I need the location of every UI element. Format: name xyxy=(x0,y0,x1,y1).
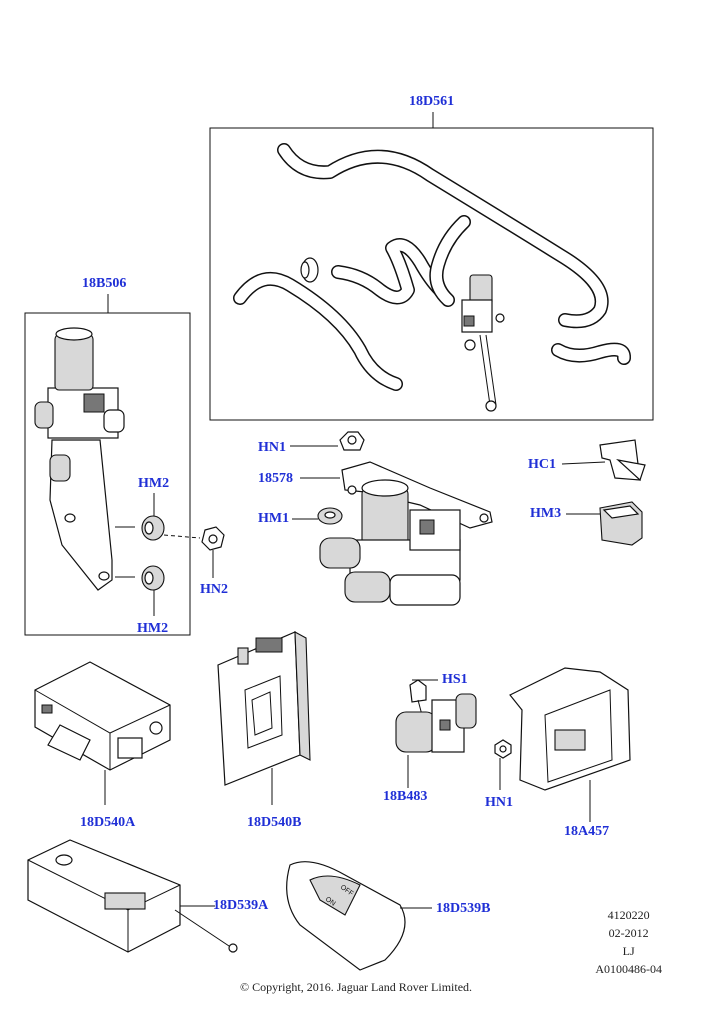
callout-hn1-bottom[interactable]: HN1 xyxy=(485,795,513,810)
drawing-meta: 4120220 02-2012 LJ A0100486-04 xyxy=(595,906,662,978)
callout-hn1-top[interactable]: HN1 xyxy=(258,440,286,455)
main-valve-group xyxy=(290,431,493,606)
small-valve xyxy=(395,679,477,788)
callout-18b483[interactable]: 18B483 xyxy=(383,789,428,804)
callout-hc1[interactable]: HC1 xyxy=(528,457,556,472)
callout-hn2[interactable]: HN2 xyxy=(200,582,228,597)
drawing-initials: LJ xyxy=(622,944,635,958)
hose-kit-group xyxy=(209,112,654,421)
callout-18d540b[interactable]: 18D540B xyxy=(247,815,302,830)
callout-18578[interactable]: 18578 xyxy=(258,471,293,486)
callout-18b506[interactable]: 18B506 xyxy=(82,276,127,291)
drawing-number: 4120220 xyxy=(607,908,650,922)
hm3-pad xyxy=(566,501,643,546)
remote-b: ON OFF xyxy=(286,861,432,971)
callout-18d540a[interactable]: 18D540A xyxy=(80,815,136,830)
bracket-18a457 xyxy=(494,667,631,822)
module-a xyxy=(34,661,171,805)
callout-18d539a[interactable]: 18D539A xyxy=(213,898,269,913)
remote-a xyxy=(27,839,238,953)
copyright-notice: © Copyright, 2016. Jaguar Land Rover Lim… xyxy=(239,980,473,994)
callout-18d561[interactable]: 18D561 xyxy=(409,94,455,109)
drawing-date: 02-2012 xyxy=(608,926,649,940)
module-b xyxy=(217,631,311,805)
callout-hm1[interactable]: HM1 xyxy=(258,511,290,526)
callout-18a457[interactable]: 18A457 xyxy=(564,824,610,839)
fob-on-text: ON xyxy=(324,896,337,908)
callout-hm2-bottom[interactable]: HM2 xyxy=(137,621,169,636)
hc1-clip xyxy=(561,439,646,482)
callout-hm2-top[interactable]: HM2 xyxy=(138,476,170,491)
valve-assembly-group xyxy=(24,294,225,636)
callout-18d539b[interactable]: 18D539B xyxy=(436,901,491,916)
drawing-ref: A0100486-04 xyxy=(595,962,662,976)
callout-hm3[interactable]: HM3 xyxy=(530,506,562,521)
callout-hs1[interactable]: HS1 xyxy=(442,672,468,687)
